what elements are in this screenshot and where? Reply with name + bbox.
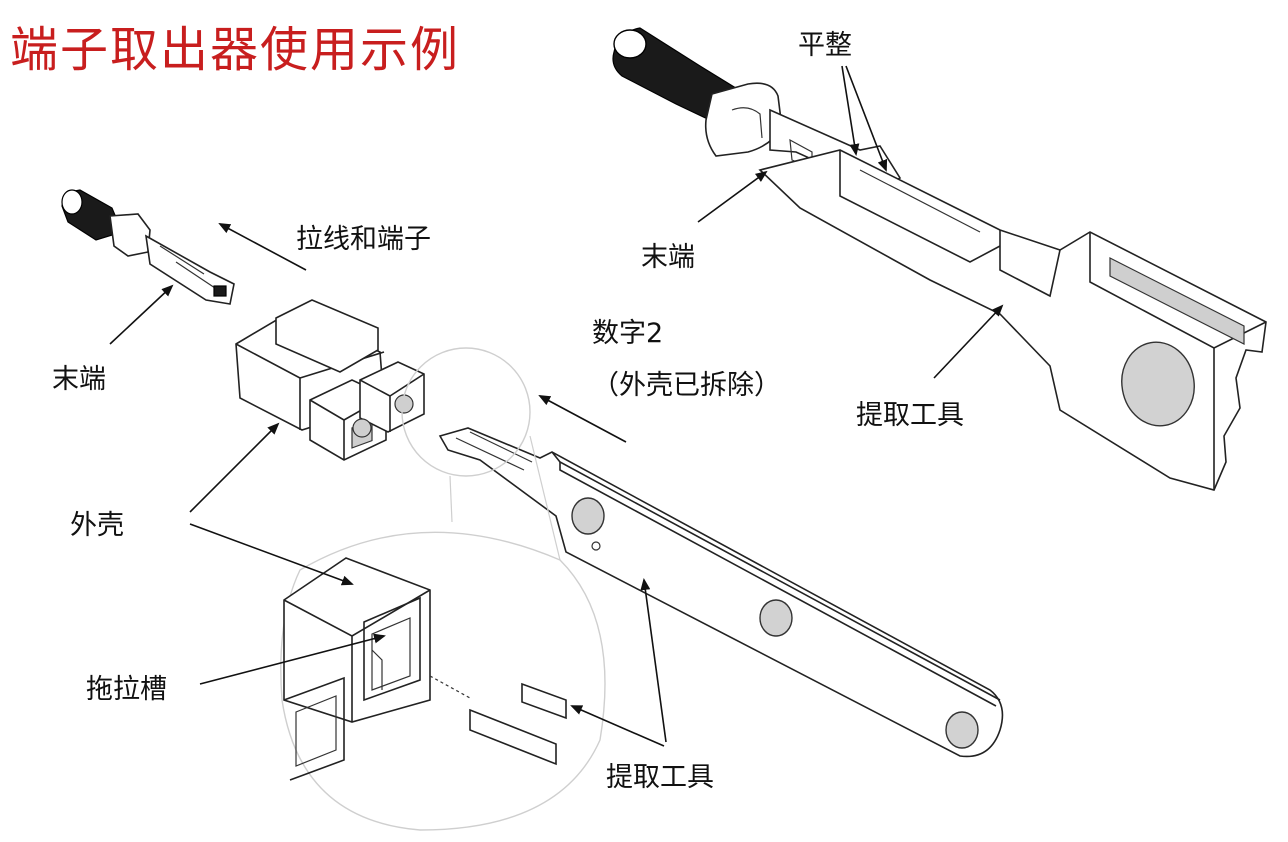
label-flat: 平整 <box>798 30 852 61</box>
label-end-left: 末端 <box>52 364 106 395</box>
label-pull-wire: 拉线和端子 <box>296 224 431 255</box>
zoom-circles <box>280 347 606 831</box>
zoomed-housing-detail <box>283 557 567 781</box>
label-drag-slot: 拖拉槽 <box>86 674 167 705</box>
label-extract-tool-top: 提取工具 <box>856 400 964 431</box>
label-end-top: 末端 <box>641 242 695 273</box>
label-extract-tool-bottom: 提取工具 <box>606 762 714 793</box>
leader-lines <box>109 65 1004 747</box>
label-figure-number: 数字2 <box>592 318 664 349</box>
pull-direction-arrows <box>218 223 627 443</box>
bottom-extraction-tool <box>438 427 1004 758</box>
top-wire-assembly <box>612 27 1267 491</box>
page-title: 端子取出器使用示例 <box>10 22 461 78</box>
left-terminal <box>61 189 235 305</box>
connector-housing <box>235 299 425 461</box>
label-housing: 外壳 <box>70 510 124 541</box>
label-housing-removed: （外壳已拆除） <box>592 370 781 401</box>
